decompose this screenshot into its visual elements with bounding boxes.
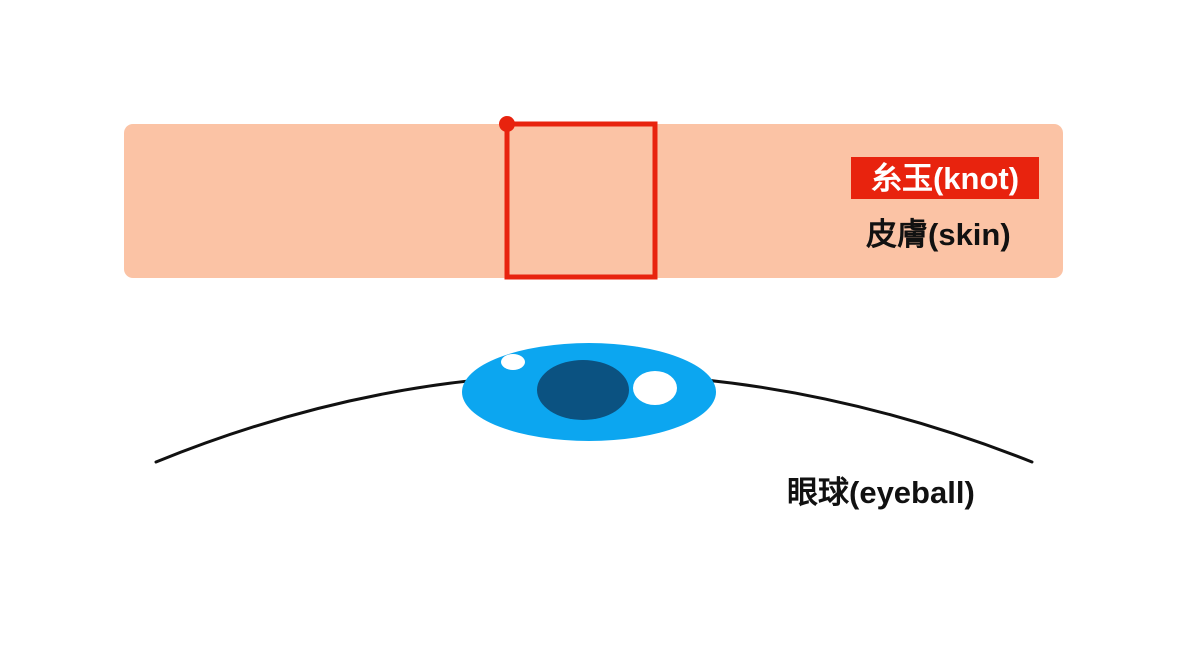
- eye-highlight-large: [633, 371, 677, 405]
- pupil: [537, 360, 629, 420]
- skin-band: [124, 124, 1063, 278]
- knot-region-selection[interactable]: [504, 121, 658, 280]
- selection-handle-dot[interactable]: [499, 116, 515, 132]
- eye-highlight-small: [501, 354, 525, 370]
